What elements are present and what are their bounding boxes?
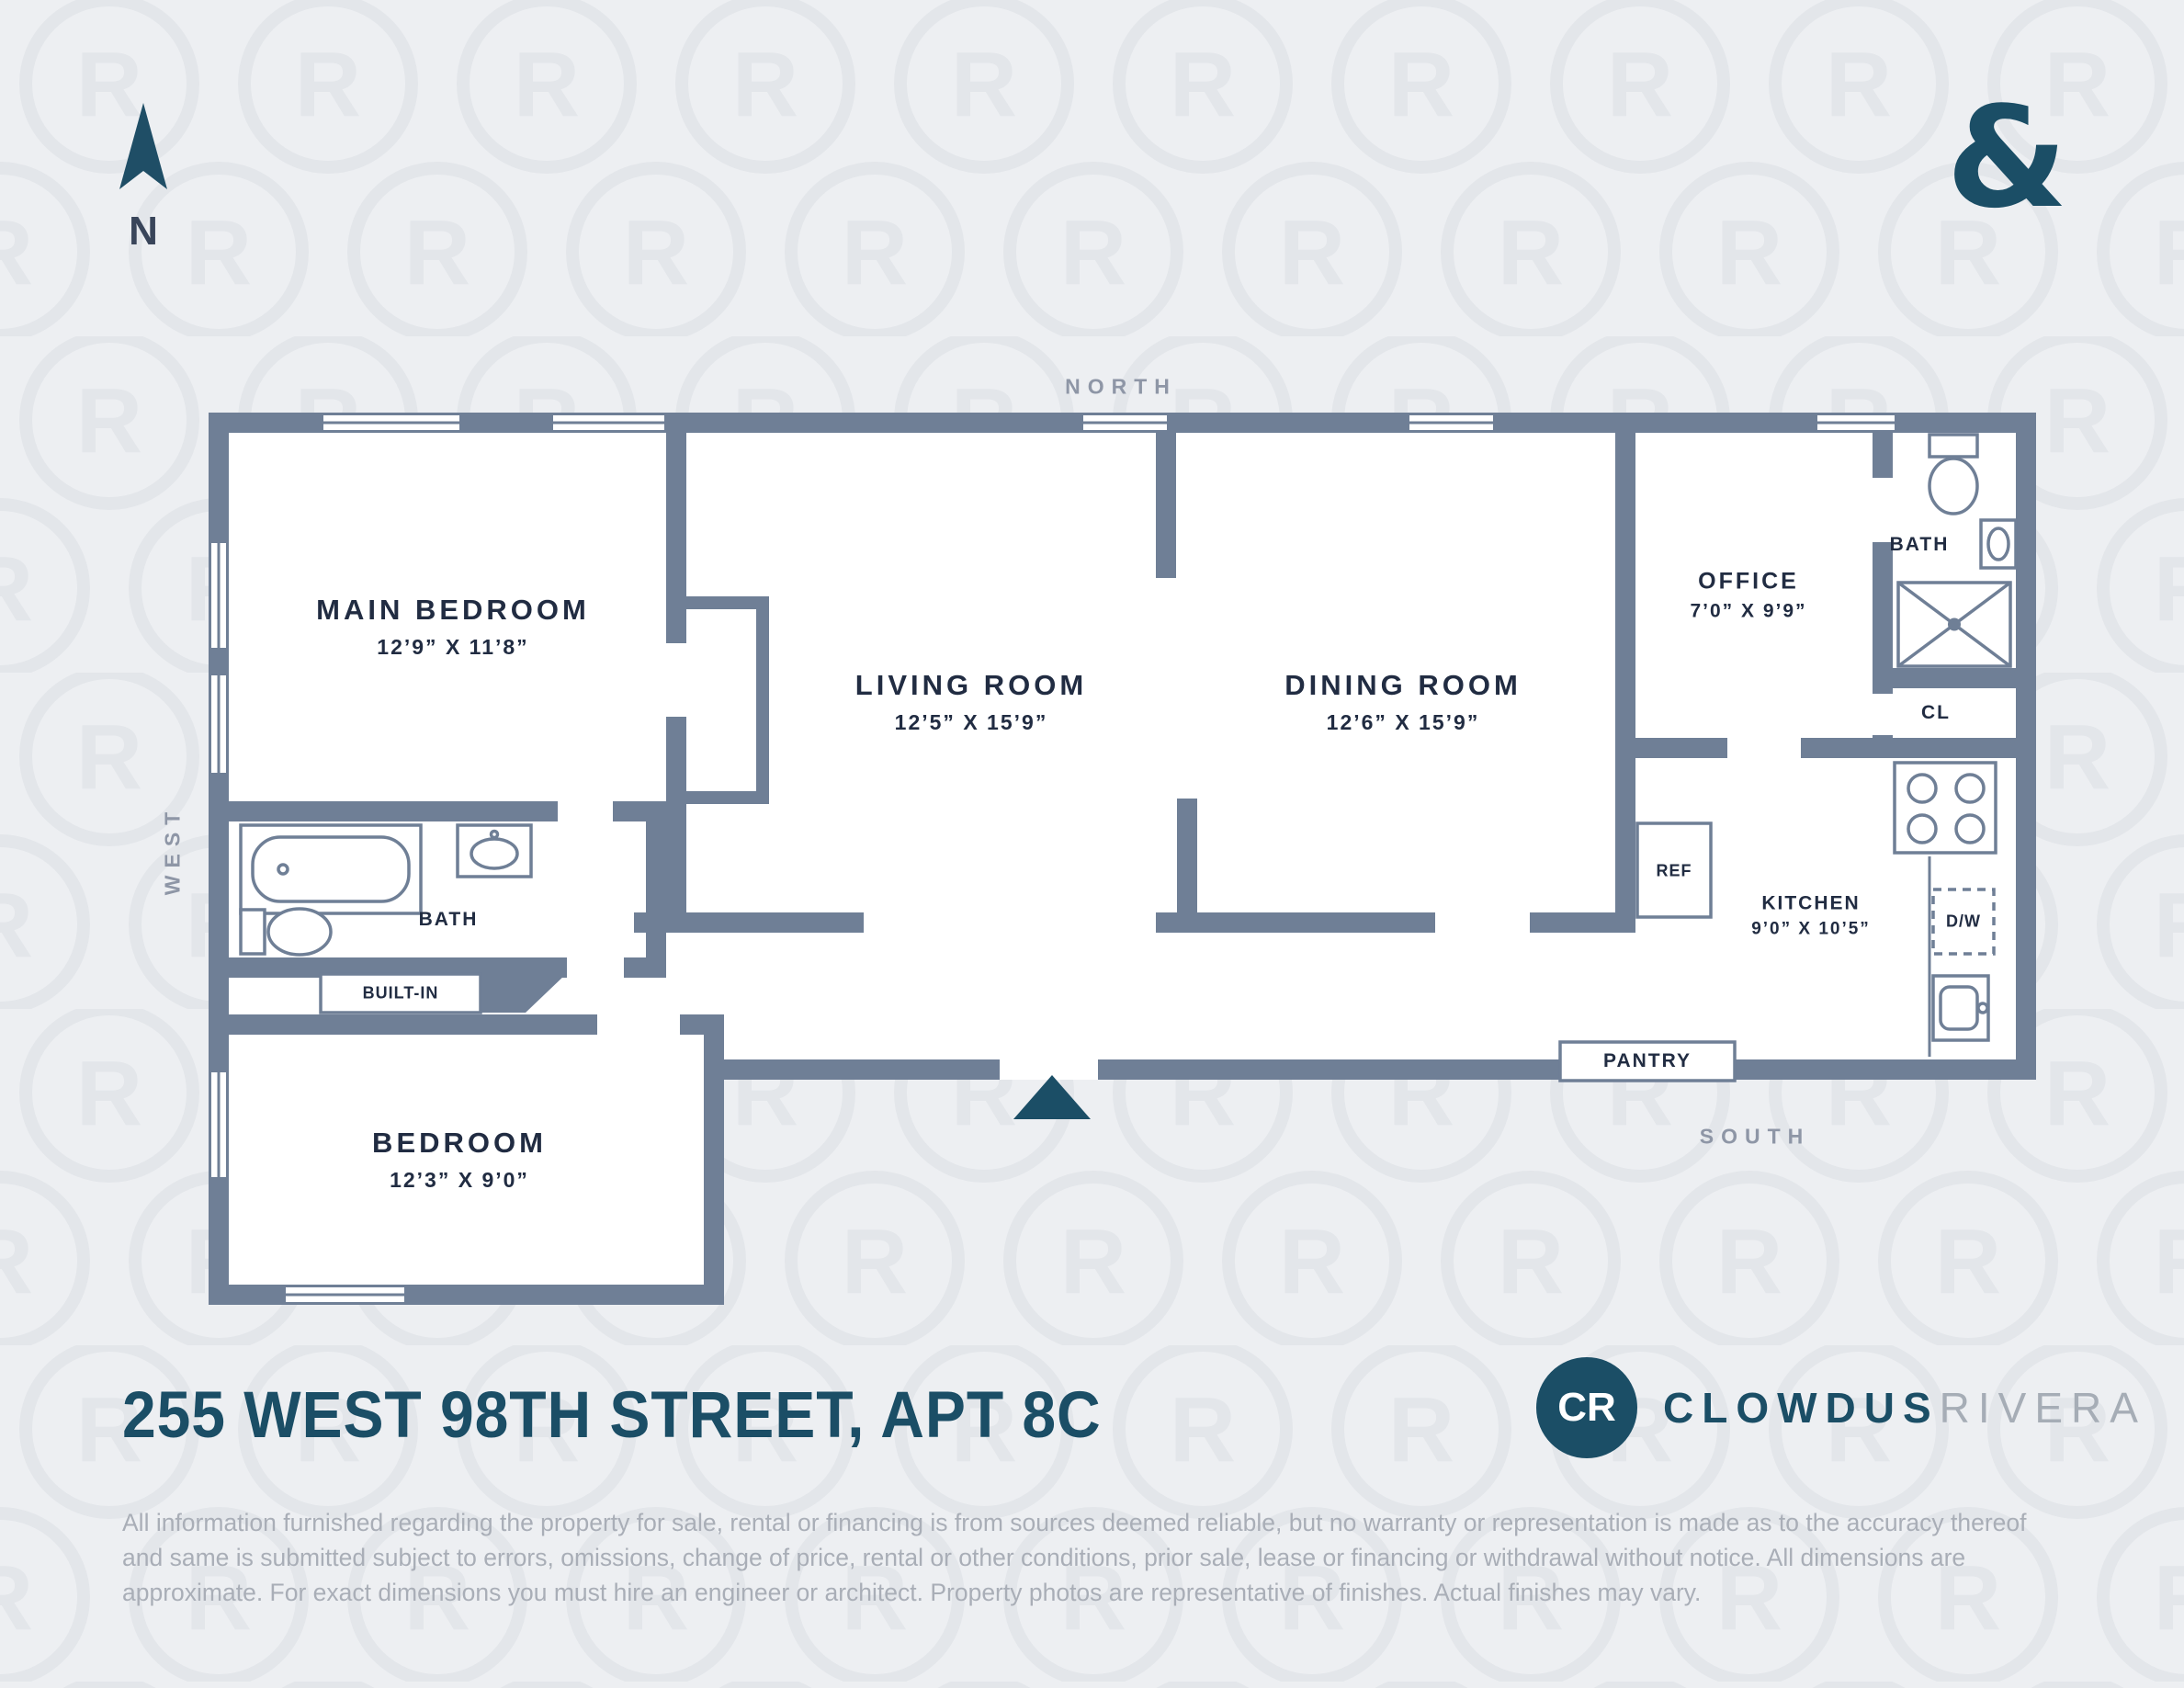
pantry-label: PANTRY <box>1603 1050 1692 1071</box>
dining-room-name: DINING ROOM <box>1284 669 1522 701</box>
walls <box>209 413 2036 1305</box>
brand-name: CLOWDUSRIVERA <box>1663 1383 2146 1433</box>
dining-room-dims: 12’6” X 15’9” <box>1326 710 1480 734</box>
living-room-name: LIVING ROOM <box>854 669 1088 701</box>
dishwasher-label: D/W <box>1946 912 1981 931</box>
office-label: OFFICE 7’0” X 9’9” <box>1690 569 1806 623</box>
office-name: OFFICE <box>1698 568 1799 595</box>
direction-south-label: SOUTH <box>1699 1124 1811 1149</box>
bath-left-label: BATH <box>418 909 479 930</box>
window-top-4 <box>1409 413 1493 433</box>
kitchen-name: KITCHEN <box>1761 892 1861 914</box>
main-bedroom-name: MAIN BEDROOM <box>316 594 590 626</box>
main-bedroom-dims: 12’9” X 11’8” <box>377 635 529 659</box>
office-dims: 7’0” X 9’9” <box>1690 600 1807 622</box>
pantry-box <box>1558 1040 1737 1082</box>
kitchen-dims: 9’0” X 10’5” <box>1751 919 1871 939</box>
refrigerator-label: REF <box>1656 861 1692 880</box>
bedroom-name: BEDROOM <box>372 1127 547 1159</box>
bedroom-dims: 12’3” X 9’0” <box>390 1168 529 1192</box>
stove <box>1893 761 1997 855</box>
toilet-icon-top <box>1928 433 1979 515</box>
windows <box>209 413 1895 1305</box>
kitchen-label: KITCHEN 9’0” X 10’5” <box>1751 893 1871 940</box>
brand-name-secondary: RIVERA <box>1939 1384 2146 1432</box>
kitchen-sink <box>1931 974 1990 1042</box>
cr-logo: CR <box>1536 1357 1637 1458</box>
living-room-label: LIVING ROOM 12’5” X 15’9” <box>855 669 1087 735</box>
disclaimer-text: All information furnished regarding the … <box>122 1509 2027 1607</box>
fixtures <box>239 433 2018 1082</box>
shower <box>1896 581 2012 668</box>
bathtub <box>239 823 423 915</box>
brand-lockup: CR CLOWDUSRIVERA <box>1536 1357 2146 1458</box>
main-bedroom-label: MAIN BEDROOM 12’9” X 11’8” <box>316 594 590 660</box>
window-left-3 <box>209 1072 229 1177</box>
toilet-icon-left <box>239 907 333 957</box>
built-in-box <box>319 972 482 1014</box>
window-top-5 <box>1817 413 1895 433</box>
bath2-sink <box>1979 518 2018 570</box>
window-top-1 <box>323 413 459 433</box>
closet-label: CL <box>1921 702 1951 723</box>
dishwasher-box <box>1931 888 1996 956</box>
refrigerator-box <box>1635 821 1713 919</box>
bath-sink <box>456 823 533 878</box>
window-left-1 <box>209 543 229 648</box>
brand-name-primary: CLOWDUS <box>1663 1384 1940 1432</box>
bath-top-label: BATH <box>1889 534 1950 555</box>
bedroom-label: BEDROOM 12’3” X 9’0” <box>372 1127 547 1193</box>
compass-n-label: N <box>129 209 158 254</box>
window-top-2 <box>553 413 664 433</box>
window-top-3 <box>1083 413 1167 433</box>
ampersand-logo: & <box>1946 76 2068 239</box>
direction-west-label: WEST <box>160 804 185 896</box>
direction-north-label: NORTH <box>1065 374 1177 399</box>
page-title: 255 WEST 98TH STREET, APT 8C <box>122 1379 1102 1452</box>
window-bottom-1 <box>286 1285 404 1305</box>
entry-arrow <box>1013 1075 1091 1119</box>
living-room-dims: 12’5” X 15’9” <box>894 710 1048 734</box>
north-arrow-icon <box>119 103 167 189</box>
built-in-label: BUILT-IN <box>362 983 439 1003</box>
window-left-2 <box>209 675 229 773</box>
dining-room-label: DINING ROOM 12’6” X 15’9” <box>1284 669 1522 735</box>
